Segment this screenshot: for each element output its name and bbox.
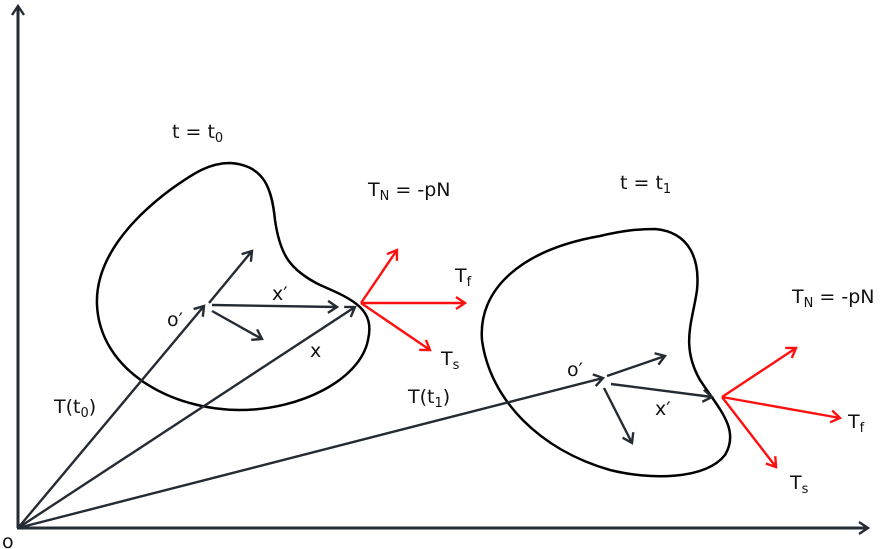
tf-label-t1: Tf: [847, 411, 865, 436]
body-t0: [95, 161, 371, 412]
tf-vector-t1: [721, 395, 843, 424]
ts-vector-t1: [721, 396, 778, 469]
normal-traction-t0: [360, 248, 399, 304]
xprime-vector-t1: [610, 382, 715, 403]
x-label: x: [310, 340, 321, 362]
normal-traction-label-t1: TN = -pN: [791, 286, 874, 311]
time-label-t0: t = t0: [172, 121, 223, 146]
normal-traction-label-t0: TN = -pN: [367, 179, 450, 204]
xprime-label-t1: x′: [655, 398, 671, 420]
origin-label: o: [2, 531, 14, 549]
translation-vector-t0: [17, 304, 206, 529]
local-axis-2-t1: [602, 387, 635, 445]
local-axis-1-t0: [208, 249, 254, 304]
local-axis-2-t0: [211, 309, 264, 342]
time-label-t1: t = t1: [620, 172, 671, 197]
translation-label-t0: T(t0): [53, 396, 96, 421]
tf-label-t0: Tf: [454, 265, 472, 290]
local-axis-1-t1: [606, 352, 668, 378]
position-vector-x: [17, 305, 357, 530]
normal-traction-t1: [721, 346, 798, 399]
translation-label-t1: T(t1): [407, 386, 450, 411]
local-origin-label-t1: o′: [567, 359, 583, 381]
body-t1: [480, 227, 732, 478]
xprime-label-t0: x′: [272, 283, 288, 305]
ts-label-t0: Ts: [440, 348, 460, 373]
local-origin-label-t0: o′: [167, 309, 183, 331]
ts-label-t1: Ts: [789, 472, 809, 497]
translation-vector-t1: [17, 373, 606, 530]
xprime-vector-t0: [211, 299, 340, 314]
ts-vector-t0: [360, 302, 432, 352]
